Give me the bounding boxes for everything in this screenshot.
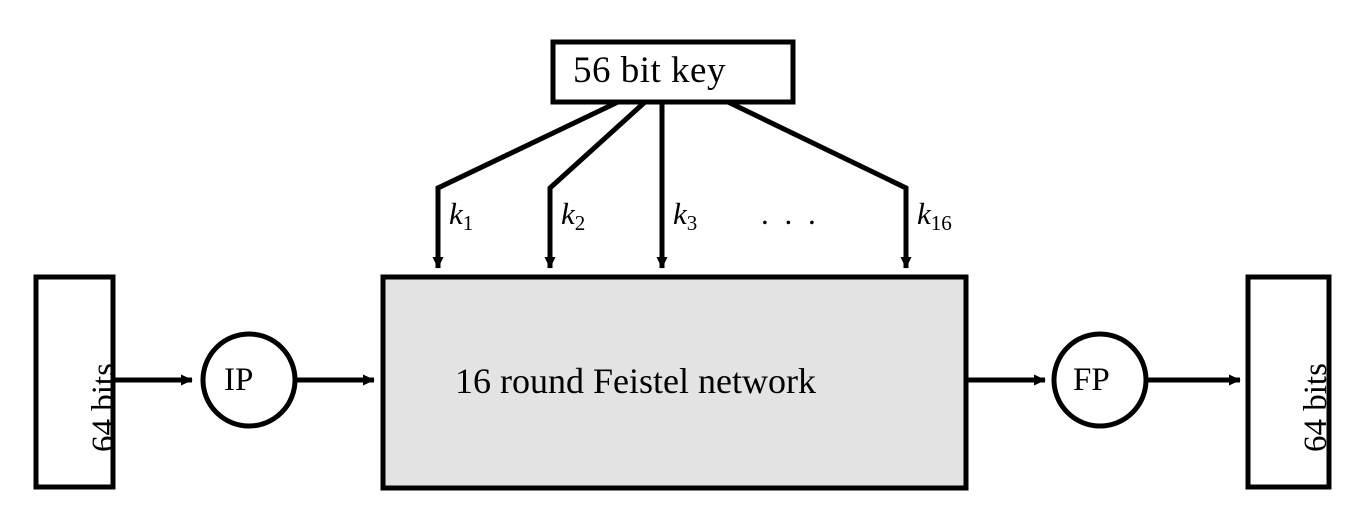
subkey-line-k16 (726, 99, 912, 269)
subkey-base-k16: k (917, 196, 931, 231)
subkey-index-k16: 16 (930, 210, 952, 235)
subkey-label-k1: k1 (449, 198, 473, 234)
subkey-base-k1: k (449, 196, 463, 231)
feistel-network-label: 16 round Feistel network (455, 361, 816, 401)
subkey-label-k2: k2 (561, 198, 585, 234)
feistel-network-rect (380, 274, 969, 491)
fp-label: FP (1073, 362, 1110, 398)
subkey-base-k2: k (561, 196, 575, 231)
subkey-index-k1: 1 (462, 210, 474, 235)
subkey-line-k1 (432, 99, 620, 269)
output-block-label: 64 bits (1298, 363, 1334, 452)
subkey-ellipsis: . . . (761, 196, 820, 231)
subkey-line-k2 (544, 100, 647, 269)
subkey-index-k2: 2 (574, 210, 586, 235)
output-block-rect (1245, 274, 1332, 490)
subkey-base-k3: k (673, 196, 687, 231)
key-block-rect (550, 39, 796, 105)
ip-label: IP (224, 362, 254, 398)
subkey-label-k3: k3 (673, 198, 697, 234)
key-block-label: 56 bit key (573, 50, 726, 91)
subkey-label-k16: k16 (917, 198, 952, 234)
subkey-index-k3: 3 (686, 210, 698, 235)
input-block-label: 64 bits (86, 363, 122, 452)
input-block-rect (33, 274, 116, 490)
